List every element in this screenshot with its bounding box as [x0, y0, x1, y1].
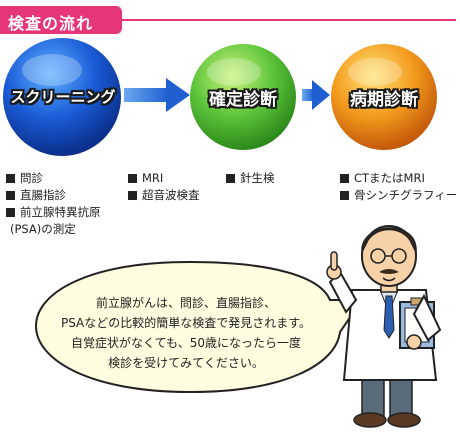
- list-item: 超音波検査: [128, 187, 200, 204]
- section-header: 検査の流れ: [0, 6, 122, 34]
- speech-bubble-text: 前立腺がんは、問診、直腸指診、 PSAなどの比較的簡単な検査で発見されます。 自…: [50, 293, 322, 373]
- circle-highlight: [22, 54, 82, 86]
- list-item: 針生検: [226, 170, 275, 187]
- speech-line: 検診を受けてみてください。: [108, 356, 264, 370]
- step-circle-staging: [331, 44, 437, 150]
- list-item-continued: (PSA)の測定: [10, 222, 76, 236]
- step-circle-screening: [3, 38, 121, 156]
- list-item: 前立腺特異抗原: [6, 204, 101, 221]
- speech-line: PSAなどの比較的簡単な検査で発見されます。: [60, 316, 312, 330]
- list-item: 直腸指診: [6, 187, 101, 204]
- arrow-right-icon: [124, 78, 190, 112]
- list-item: 問診: [6, 170, 101, 187]
- step-label-staging: 病期診断: [350, 90, 418, 110]
- speech-line: 自覚症状がなくても、50歳になったら一度: [71, 336, 301, 350]
- arrow-right-icon: [302, 80, 330, 110]
- confirmation-list: MRI 超音波検査: [128, 170, 200, 204]
- step-label-screening: スクリーニング: [10, 88, 116, 106]
- speech-line: 前立腺がんは、問診、直腸指診、: [95, 296, 276, 310]
- circle-highlight: [207, 58, 261, 86]
- step-label-confirmation: 確定診断: [209, 90, 277, 110]
- step-circle-confirmation: [190, 44, 296, 150]
- speech-bubble: [34, 260, 364, 394]
- doctor-illustration: [326, 225, 442, 428]
- circle-highlight: [348, 58, 402, 86]
- header-divider: [118, 19, 456, 21]
- list-item: MRI: [128, 170, 200, 187]
- staging-list: CTまたはMRI 骨シンチグラフィー: [340, 170, 457, 204]
- biopsy-list: 針生検: [226, 170, 275, 187]
- section-title: 検査の流れ: [8, 14, 94, 33]
- screening-list: 問診 直腸指診 前立腺特異抗原 (PSA)の測定: [6, 170, 101, 238]
- list-item: CTまたはMRI: [340, 170, 457, 187]
- list-item: 骨シンチグラフィー: [340, 187, 457, 204]
